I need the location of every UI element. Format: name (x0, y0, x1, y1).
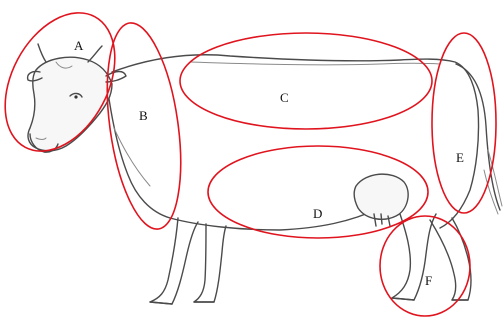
region-label-a: A (74, 38, 84, 53)
cow-drawing (28, 44, 502, 304)
cow-body-outline (112, 55, 479, 228)
region-label-e: E (456, 150, 464, 165)
front-leg-far (194, 224, 226, 302)
region-outline-c (180, 33, 432, 129)
region-label-c: C (280, 90, 289, 105)
region-label-f: F (425, 273, 432, 288)
region-label-b: B (139, 108, 148, 123)
front-leg-near (150, 218, 198, 304)
cow-horn-right (88, 46, 102, 62)
udder (354, 174, 408, 219)
cow-head (28, 57, 112, 151)
region-label-d: D (313, 206, 322, 221)
cow-horn-left (38, 44, 46, 62)
